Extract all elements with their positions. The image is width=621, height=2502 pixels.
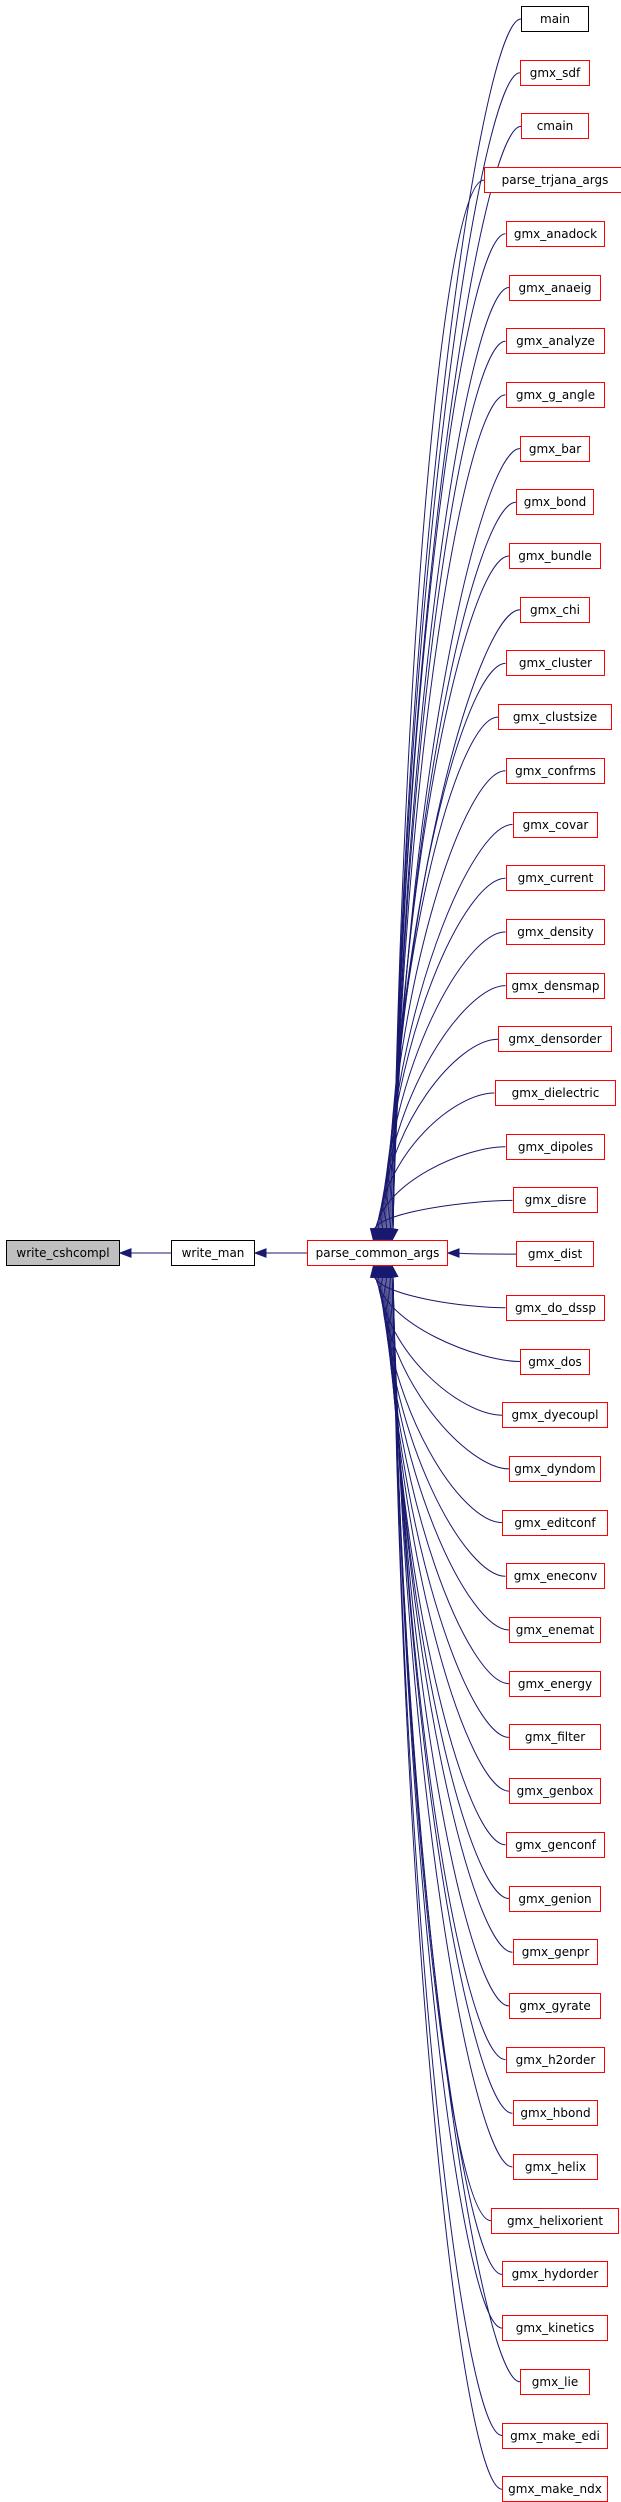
node-gmx-analyze[interactable]: gmx_analyze (506, 328, 605, 354)
edge-gmx-confrms-to-parse-common-args (384, 770, 506, 1230)
edge-gmx-gyrate-to-parse-common-args (391, 1276, 510, 2007)
edge-gmx-g-angle-to-parse-common-args (392, 394, 506, 1230)
node-gmx-bar[interactable]: gmx_bar (520, 436, 590, 462)
node-main[interactable]: main (521, 6, 589, 32)
node-gmx-disre[interactable]: gmx_disre (513, 1187, 598, 1213)
node-gmx-confrms[interactable]: gmx_confrms (506, 758, 605, 784)
node-parse-common-args[interactable]: parse_common_args (307, 1240, 448, 1266)
node-parse-trjana-args[interactable]: parse_trjana_args (484, 167, 621, 193)
node-gmx-density[interactable]: gmx_density (506, 919, 605, 945)
node-gmx-dyecoupl[interactable]: gmx_dyecoupl (502, 1402, 608, 1428)
node-gmx-anaeig[interactable]: gmx_anaeig (509, 275, 601, 301)
node-gmx-genion[interactable]: gmx_genion (509, 1886, 601, 1912)
edge-gmx-densmap-to-parse-common-args (379, 985, 506, 1230)
edge-gmx-make-ndx-arrow (388, 1264, 399, 1279)
node-gmx-lie[interactable]: gmx_lie (520, 2369, 590, 2395)
node-gmx-eneconv[interactable]: gmx_eneconv (506, 1563, 605, 1589)
edge-gmx-lie-to-parse-common-args (392, 1276, 521, 2383)
node-gmx-covar[interactable]: gmx_covar (513, 812, 598, 838)
node-gmx-current[interactable]: gmx_current (506, 865, 605, 891)
node-write-cshcompl: write_cshcompl (6, 1240, 120, 1266)
node-gmx-h2order[interactable]: gmx_h2order (506, 2047, 605, 2073)
node-gmx-helix[interactable]: gmx_helix (513, 2154, 598, 2180)
node-gmx-make-ndx[interactable]: gmx_make_ndx (502, 2476, 608, 2502)
node-gmx-hbond[interactable]: gmx_hbond (513, 2100, 598, 2126)
edge-gmx-current-to-parse-common-args (381, 877, 506, 1230)
edge-gmx-densorder-to-parse-common-args (377, 1038, 499, 1230)
node-gmx-densmap[interactable]: gmx_densmap (506, 973, 605, 999)
node-gmx-dyndom[interactable]: gmx_dyndom (509, 1456, 601, 1482)
edge-gmx-h2order-to-parse-common-args (392, 1276, 506, 2061)
edge-gmx-hbond-to-parse-common-args (392, 1276, 513, 2114)
node-gmx-kinetics[interactable]: gmx_kinetics (502, 2315, 608, 2341)
node-gmx-dielectric[interactable]: gmx_dielectric (495, 1080, 616, 1106)
edge-parse-trjana-args-to-parse-common-args (392, 179, 485, 1230)
node-gmx-anadock[interactable]: gmx_anadock (506, 221, 605, 247)
node-gmx-sdf[interactable]: gmx_sdf (520, 60, 590, 86)
node-gmx-genpr[interactable]: gmx_genpr (513, 1939, 598, 1965)
node-gmx-chi[interactable]: gmx_chi (520, 597, 590, 623)
node-gmx-helixorient[interactable]: gmx_helixorient (491, 2208, 619, 2234)
edge-gmx-anadock-to-parse-common-args (392, 233, 506, 1230)
node-gmx-editconf[interactable]: gmx_editconf (502, 1510, 608, 1536)
node-gmx-make-edi[interactable]: gmx_make_edi (502, 2423, 608, 2449)
node-gmx-dist[interactable]: gmx_dist (516, 1241, 594, 1267)
node-gmx-filter[interactable]: gmx_filter (509, 1724, 601, 1750)
edge-gmx-kinetics-to-parse-common-args (392, 1276, 503, 2329)
node-gmx-bundle[interactable]: gmx_bundle (509, 543, 601, 569)
node-gmx-bond[interactable]: gmx_bond (516, 489, 594, 515)
edge-gmx-helixorient-to-parse-common-args (392, 1276, 492, 2222)
node-gmx-enemat[interactable]: gmx_enemat (509, 1617, 601, 1643)
node-write-man[interactable]: write_man (171, 1240, 255, 1266)
edge-write-man-to-write-cshcompl-arrow (118, 1248, 132, 1258)
node-gmx-energy[interactable]: gmx_energy (509, 1671, 601, 1697)
edge-gmx-dipoles-to-parse-common-args (375, 1146, 506, 1230)
edge-gmx-dielectric-to-parse-common-args (376, 1092, 495, 1230)
edge-gmx-make-ndx-to-parse-common-args (392, 1276, 503, 2490)
node-gmx-do-dssp[interactable]: gmx_do_dssp (506, 1295, 605, 1321)
edge-gmx-analyze-to-parse-common-args (392, 340, 506, 1230)
edge-gmx-density-to-parse-common-args (380, 931, 506, 1230)
node-gmx-genconf[interactable]: gmx_genconf (506, 1832, 605, 1858)
node-gmx-gyrate[interactable]: gmx_gyrate (509, 1993, 601, 2019)
edge-gmx-dist-to-parse-common-args (458, 1252, 517, 1255)
node-gmx-g-angle[interactable]: gmx_g_angle (506, 382, 605, 408)
node-cmain[interactable]: cmain (521, 113, 589, 139)
edge-gmx-helix-to-parse-common-args (392, 1276, 513, 2168)
node-gmx-densorder[interactable]: gmx_densorder (498, 1026, 612, 1052)
edge-gmx-disre-arrow (369, 1227, 380, 1242)
edge-gmx-disre-to-parse-common-args (373, 1199, 513, 1230)
node-gmx-dos[interactable]: gmx_dos (520, 1349, 590, 1375)
edge-gmx-chi-to-parse-common-args (388, 609, 521, 1230)
node-gmx-dipoles[interactable]: gmx_dipoles (506, 1134, 605, 1160)
edge-parse-common-args-to-write-man-arrow (253, 1248, 267, 1258)
edge-gmx-dos-to-parse-common-args (375, 1276, 521, 1362)
node-gmx-genbox[interactable]: gmx_genbox (509, 1778, 601, 1804)
edge-gmx-dist-arrow (446, 1248, 460, 1258)
edge-gmx-sdf-to-parse-common-args (392, 72, 521, 1230)
node-gmx-cluster[interactable]: gmx_cluster (506, 650, 605, 676)
node-gmx-hydorder[interactable]: gmx_hydorder (502, 2261, 608, 2287)
node-gmx-clustsize[interactable]: gmx_clustsize (498, 704, 612, 730)
